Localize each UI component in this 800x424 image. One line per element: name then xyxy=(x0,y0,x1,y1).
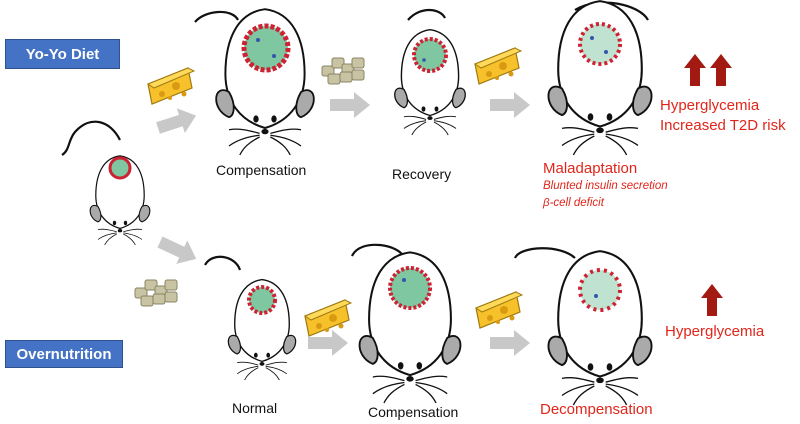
up-arrow-icon xyxy=(684,54,706,86)
flow-arrow xyxy=(330,92,370,118)
up-arrow-icon xyxy=(701,284,723,316)
overnutrition-badge: Overnutrition xyxy=(5,340,123,368)
cheese-icon xyxy=(147,67,195,105)
chow-pellets-icon xyxy=(134,279,178,307)
cheese-icon xyxy=(475,291,523,329)
outcome-yoyo-hyperglycemia: Hyperglycemia xyxy=(660,97,760,114)
detail-beta-cell-deficit: β-cell deficit xyxy=(543,197,604,209)
flow-arrow xyxy=(154,230,202,271)
label-decompensation: Decompensation xyxy=(540,401,653,418)
yoyo-diet-badge: Yo-Yo Diet xyxy=(5,39,120,69)
outcome-overnutrition-hyperglycemia: Hyperglycemia xyxy=(665,323,765,340)
cheese-icon xyxy=(474,47,522,85)
detail-blunted-insulin: Blunted insulin secretion xyxy=(543,180,668,192)
label-yoyo-compensation: Compensation xyxy=(216,162,307,178)
pancreatic-islet-icon xyxy=(108,22,622,315)
flow-arrow xyxy=(153,103,201,141)
label-yoyo-recovery: Recovery xyxy=(392,166,452,182)
delta-cell-dots xyxy=(256,36,608,298)
label-maladaptation: Maladaptation xyxy=(543,160,638,177)
up-arrow-icon xyxy=(710,54,732,86)
outcome-yoyo-t2d-risk: Increased T2D risk xyxy=(660,117,786,134)
label-overnutrition-compensation: Compensation xyxy=(368,404,459,420)
flow-arrow xyxy=(490,92,530,118)
flow-arrow xyxy=(490,330,530,356)
label-normal: Normal xyxy=(232,400,278,416)
chow-pellets-icon xyxy=(321,57,365,85)
cheese-icon xyxy=(304,299,352,337)
